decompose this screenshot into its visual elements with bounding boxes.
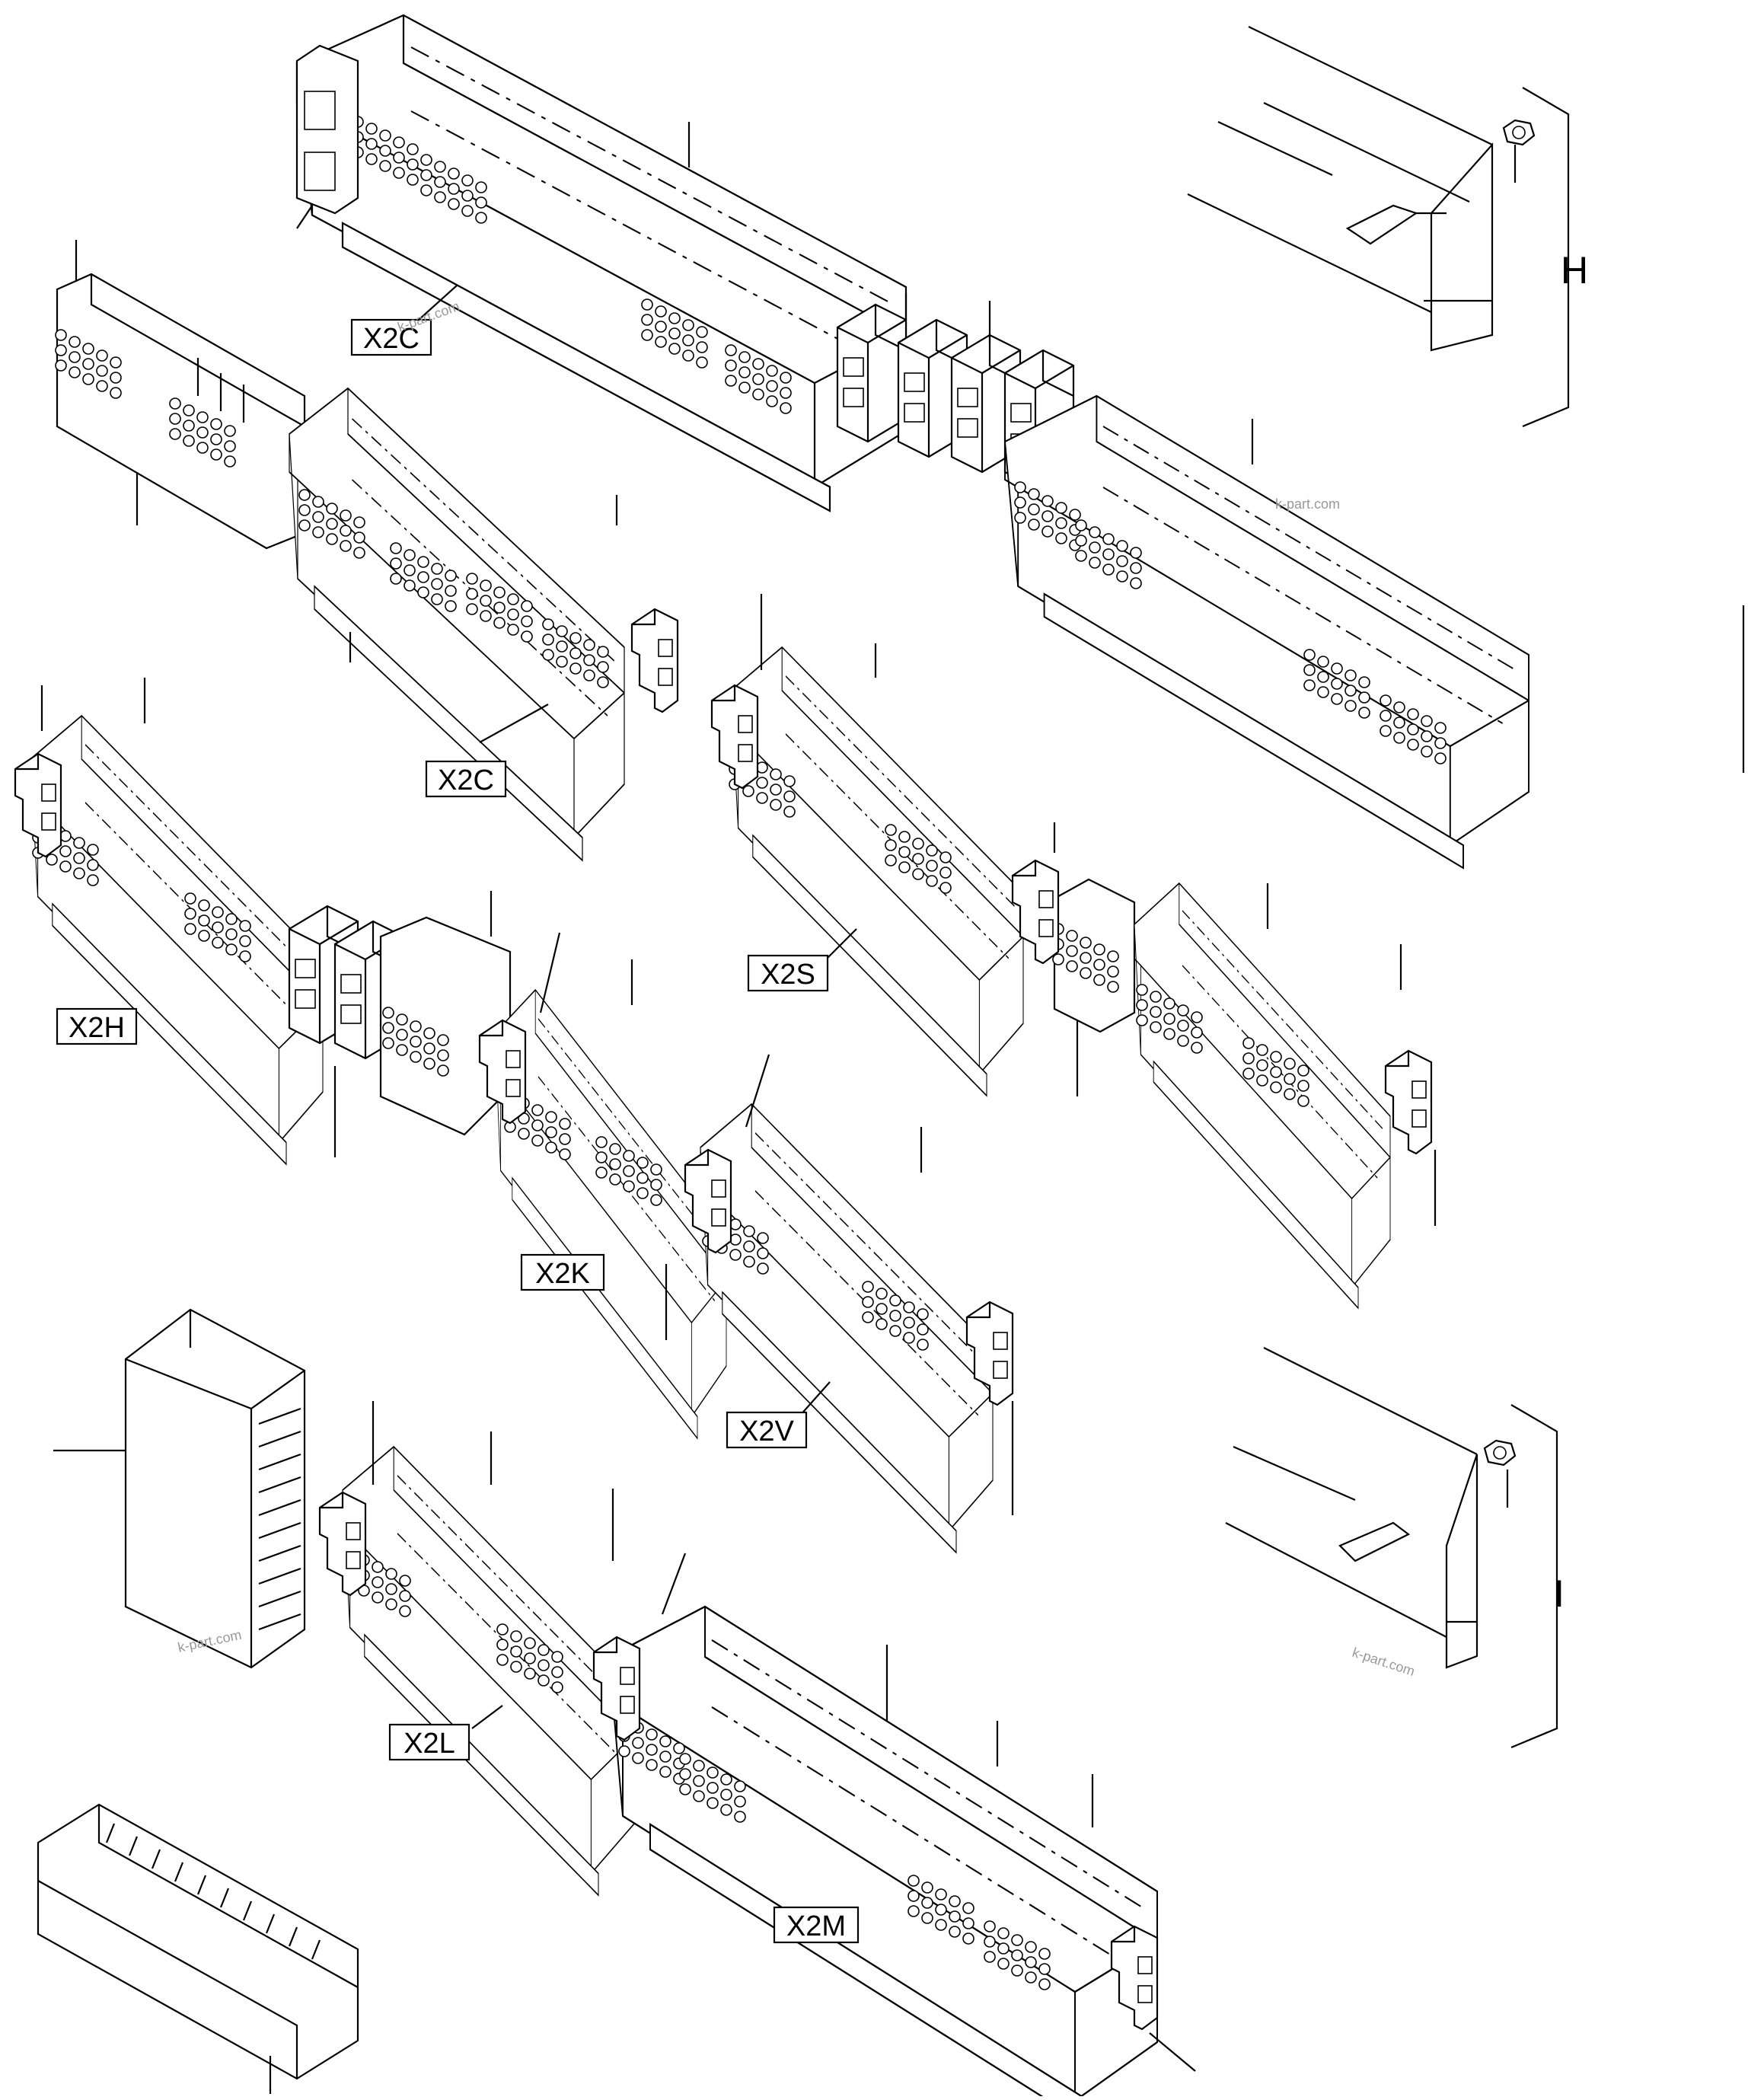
detail-h-letter: H <box>1561 249 1588 292</box>
terminal-assembly-x2l <box>318 1401 636 1897</box>
callout-x2k-text: X2K <box>535 1258 590 1290</box>
detail-i-rail-bracket <box>1225 1347 1558 1749</box>
callout-x2m: X2M <box>773 1906 860 1944</box>
callout-x2c-mid: X2C <box>425 760 507 798</box>
callout-x2c-top: X2C <box>350 318 432 356</box>
terminal-assembly-x2h <box>14 678 324 1166</box>
terminal-assembly-x2m <box>592 1553 1196 2100</box>
callout-x2h-text: X2H <box>69 1012 125 1044</box>
watermark-2: k-part.com <box>1275 496 1340 512</box>
terminal-assembly-x2v <box>684 1054 1014 1554</box>
terminal-assembly-right-mid <box>1011 822 1437 1309</box>
terminal-block-small-left <box>55 240 306 550</box>
callout-x2v: X2V <box>726 1411 808 1449</box>
cable-duct-vertical <box>53 1308 306 1669</box>
callout-x2c-mid-text: X2C <box>438 764 494 796</box>
terminal-assembly-x2c-top <box>295 14 907 512</box>
callout-x2s-text: X2S <box>761 959 815 991</box>
callout-x2s: X2S <box>747 954 829 992</box>
terminal-assembly-x2s <box>710 594 1025 1097</box>
terminal-assembly-x2k <box>478 932 728 1440</box>
fuse-group-top <box>836 293 1075 489</box>
cable-duct-horizontal <box>37 1803 359 2094</box>
callout-x2c-top-text: X2C <box>363 323 419 355</box>
callout-x2l-text: X2L <box>404 1728 455 1760</box>
callout-x2v-text: X2V <box>739 1415 794 1447</box>
watermark-4: k-part.com <box>1351 1645 1417 1679</box>
terminal-assembly-x2c-mid <box>288 387 679 862</box>
callout-x2m-text: X2M <box>786 1910 846 1942</box>
callout-x2l: X2L <box>388 1723 470 1761</box>
detail-i-letter: I <box>1554 1572 1565 1615</box>
callout-x2h: X2H <box>56 1007 138 1045</box>
detail-h-rail-bracket <box>1187 26 1570 428</box>
callout-x2k: X2K <box>520 1253 605 1291</box>
terminal-assembly-right-top <box>1003 394 1530 870</box>
fuse-group-middle <box>288 891 512 1157</box>
